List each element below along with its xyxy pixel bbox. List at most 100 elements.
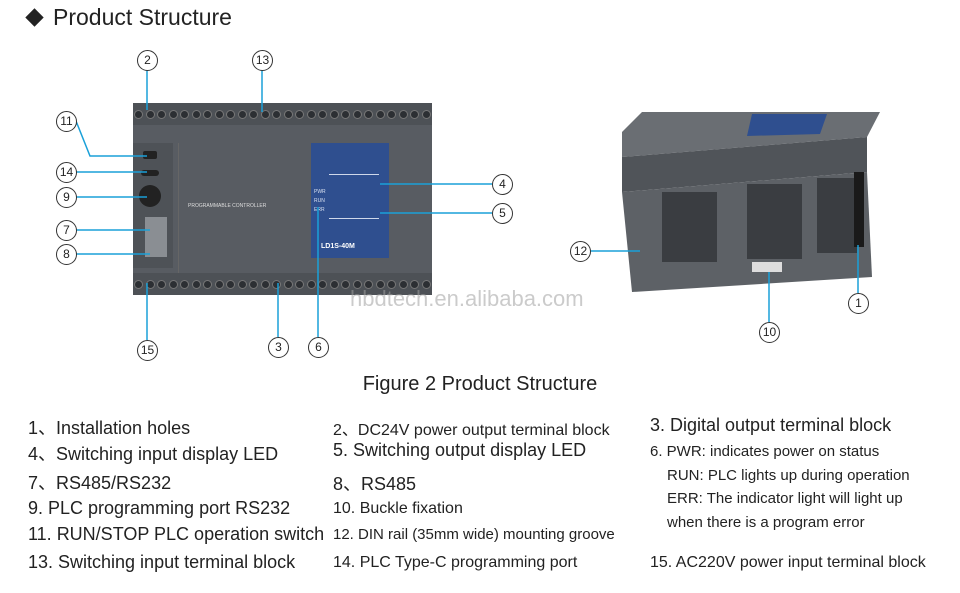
- led-panel: PWR RUN ERR LD1S-40M: [311, 143, 389, 258]
- terminal-screw: [398, 109, 408, 119]
- callout-10: 10: [759, 322, 780, 343]
- terminal-screw: [341, 279, 351, 289]
- model-label: LD1S-40M: [321, 243, 355, 250]
- terminal-screw: [134, 109, 144, 119]
- led-pwr: PWR: [314, 189, 326, 195]
- callout-1: 1: [848, 293, 869, 314]
- rs232-port: [139, 185, 161, 207]
- terminal-screw: [375, 109, 385, 119]
- legend-item: RUN: PLC lights up during operation: [667, 467, 910, 484]
- terminal-screw: [329, 109, 339, 119]
- callout-3: 3: [268, 337, 289, 358]
- terminal-screw: [157, 279, 167, 289]
- callout-13: 13: [252, 50, 273, 71]
- callout-14: 14: [56, 162, 77, 183]
- terminal-screw: [203, 109, 213, 119]
- legend-item: 8、RS485: [333, 474, 417, 494]
- terminal-screw: [387, 109, 397, 119]
- terminal-screw: [145, 109, 155, 119]
- terminal-screw: [352, 279, 362, 289]
- legend-item: when there is a program error: [667, 514, 865, 531]
- section-heading: Product Structure: [25, 4, 232, 31]
- callout-6: 6: [308, 337, 329, 358]
- terminal-screw: [421, 109, 431, 119]
- callout-11: 11: [56, 111, 77, 132]
- terminal-screw: [168, 109, 178, 119]
- terminal-screw: [364, 109, 374, 119]
- terminal-screw: [364, 279, 374, 289]
- terminal-screw: [341, 109, 351, 119]
- terminal-screw: [214, 109, 224, 119]
- legend-item: 15. AC220V power input terminal block: [650, 554, 926, 571]
- terminal-screw: [318, 109, 328, 119]
- legend-item: 7、RS485/RS232: [28, 473, 172, 493]
- legend-item: 3. Digital output terminal block: [650, 415, 892, 435]
- legend-item: 4、Switching input display LED: [28, 444, 279, 464]
- legend-item: ERR: The indicator light will light up: [667, 490, 903, 507]
- legend-item: 10. Buckle fixation: [333, 500, 463, 517]
- callout-7: 7: [56, 220, 77, 241]
- terminal-screw: [226, 109, 236, 119]
- terminal-screw: [157, 109, 167, 119]
- terminal-screw: [237, 279, 247, 289]
- legend-item: 6. PWR: indicates power on status: [650, 443, 880, 460]
- terminal-screw: [214, 279, 224, 289]
- terminal-screw: [237, 109, 247, 119]
- legend-item: 1、Installation holes: [28, 418, 191, 438]
- legend-item: 11. RUN/STOP PLC operation switch: [28, 524, 325, 544]
- callout-15: 15: [137, 340, 158, 361]
- terminal-screw: [421, 279, 431, 289]
- legend-item: 12. DIN rail (35mm wide) mounting groove: [333, 526, 615, 543]
- terminal-screw: [191, 109, 201, 119]
- terminal-screw: [272, 109, 282, 119]
- terminal-screw: [249, 109, 259, 119]
- legend-item: 2、DC24V power output terminal block: [333, 422, 610, 439]
- terminal-screw: [398, 279, 408, 289]
- plc-front-view: PROGRAMMABLE CONTROLLER PWR RUN ERR LD1S…: [133, 103, 432, 295]
- terminal-screw: [249, 279, 259, 289]
- run-stop-switch: [143, 151, 157, 159]
- terminal-screw: [295, 279, 305, 289]
- legend-item: 14. PLC Type-C programming port: [333, 554, 578, 571]
- terminal-screw: [168, 279, 178, 289]
- legend-item: 13. Switching input terminal block: [28, 552, 296, 572]
- heading-text: Product Structure: [53, 4, 232, 30]
- terminal-screw: [260, 109, 270, 119]
- led-run: RUN: [314, 198, 325, 204]
- device-label: PROGRAMMABLE CONTROLLER: [188, 203, 267, 209]
- terminal-screw: [295, 109, 305, 119]
- terminal-screw: [329, 279, 339, 289]
- terminal-screw: [191, 279, 201, 289]
- callout-12: 12: [570, 241, 591, 262]
- callout-4: 4: [492, 174, 513, 195]
- terminal-screw: [260, 279, 270, 289]
- legend-item: 9. PLC programming port RS232: [28, 498, 291, 518]
- callout-5: 5: [492, 203, 513, 224]
- figure-caption: Figure 2 Product Structure: [362, 373, 598, 395]
- top-terminal-block: [133, 103, 432, 125]
- terminal-screw: [180, 109, 190, 119]
- terminal-screw: [306, 109, 316, 119]
- terminal-screw: [283, 279, 293, 289]
- terminal-screw: [352, 109, 362, 119]
- watermark: hbdtech.en.alibaba.com: [350, 286, 584, 311]
- terminal-screw: [203, 279, 213, 289]
- port-area: [133, 143, 173, 268]
- terminal-screw: [375, 279, 385, 289]
- type-c-port: [141, 170, 159, 176]
- terminal-screw: [226, 279, 236, 289]
- callout-8: 8: [56, 244, 77, 265]
- bottom-terminal-block: [133, 273, 432, 295]
- callout-9: 9: [56, 187, 77, 208]
- terminal-screw: [283, 109, 293, 119]
- terminal-screw: [410, 279, 420, 289]
- callout-2: 2: [137, 50, 158, 71]
- legend-item: 5. Switching output display LED: [333, 440, 587, 460]
- plc-perspective-view: [622, 112, 880, 292]
- terminal-screw: [387, 279, 397, 289]
- terminal-screw: [272, 279, 282, 289]
- terminal-screw: [306, 279, 316, 289]
- terminal-screw: [180, 279, 190, 289]
